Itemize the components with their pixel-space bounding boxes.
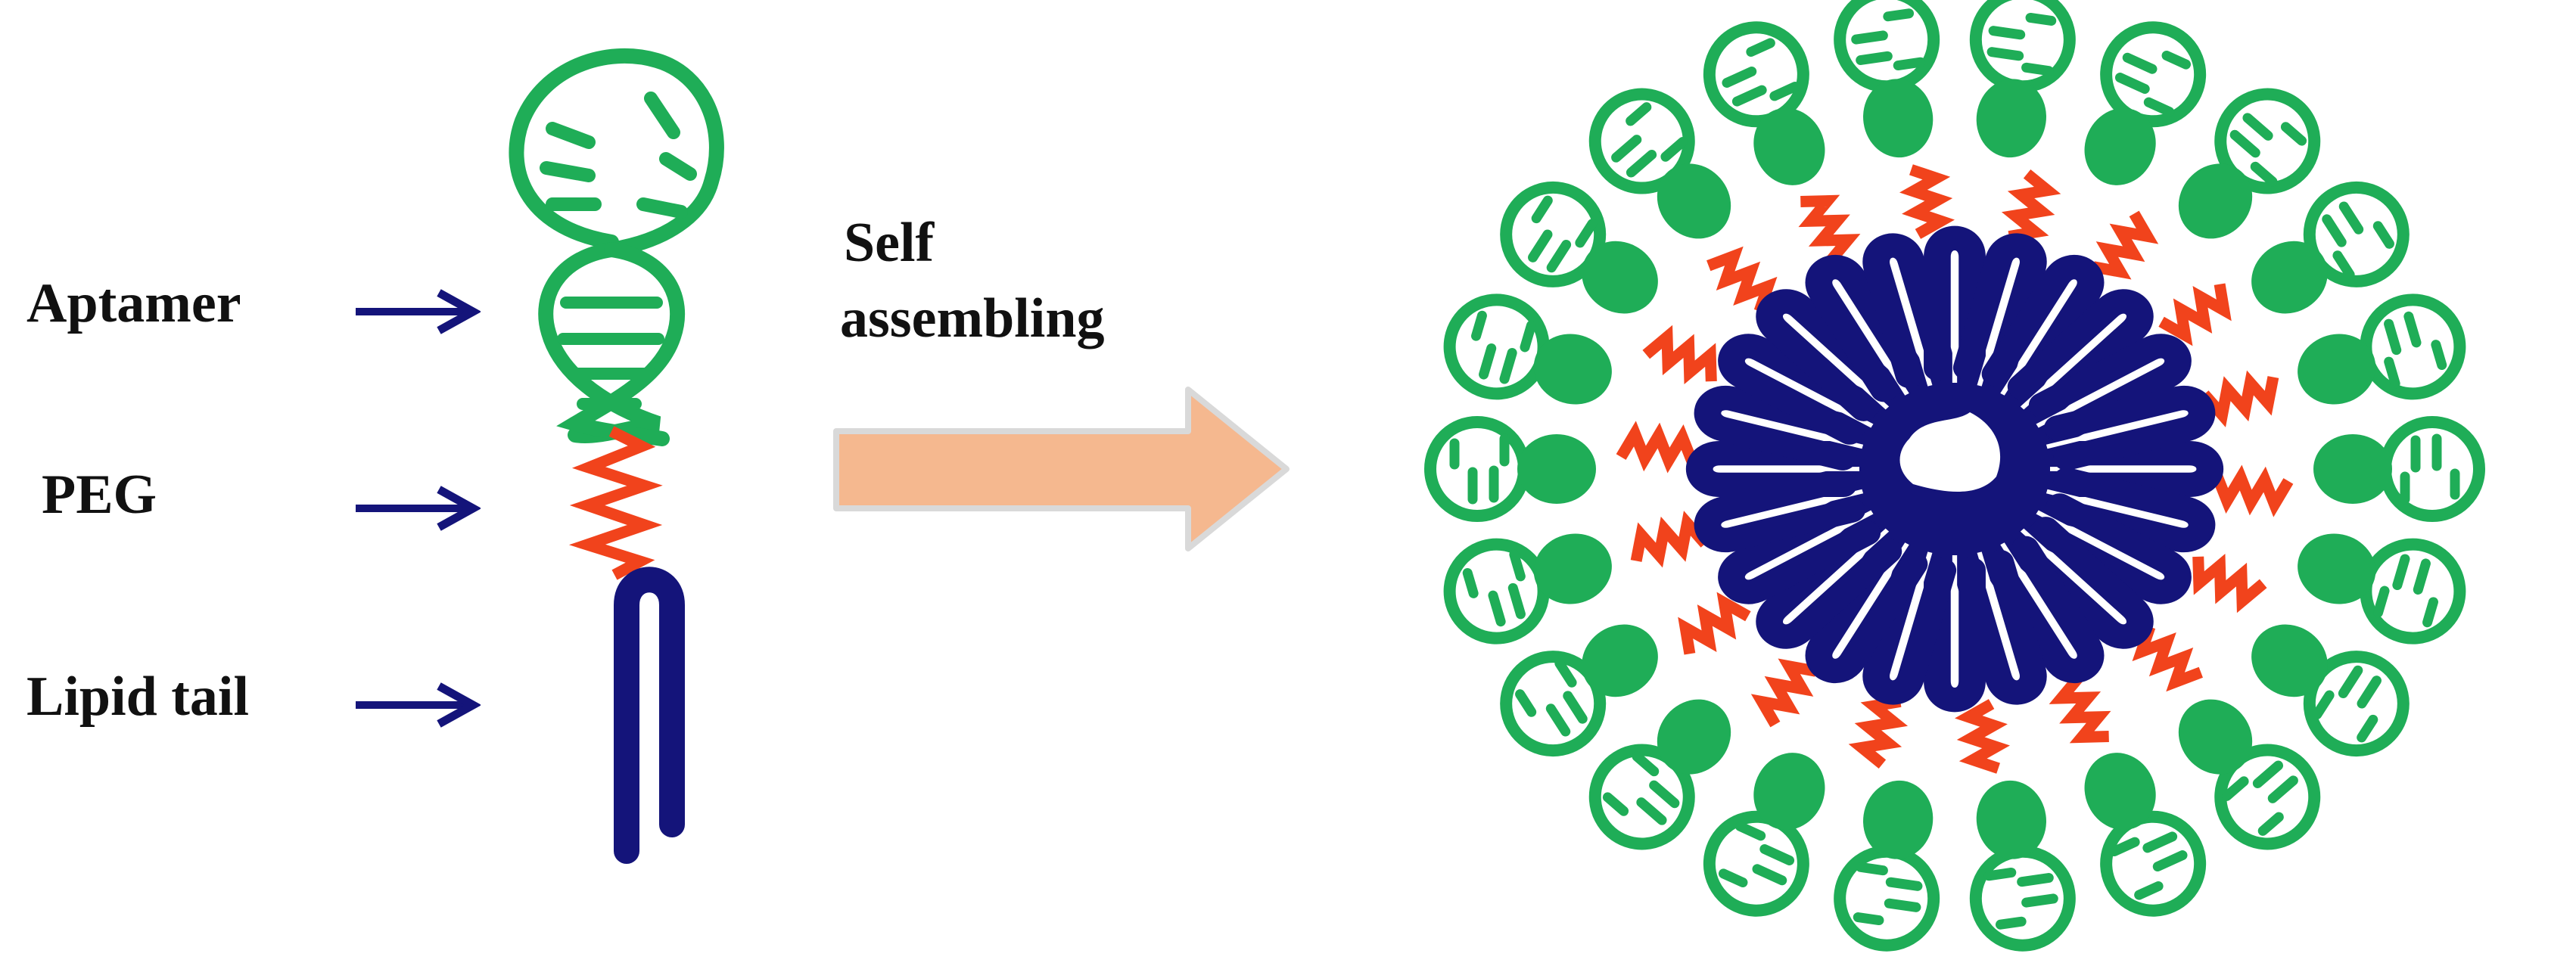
peg-linker: [2092, 210, 2159, 280]
peg-linker: [2001, 169, 2061, 242]
peg-linker: [1848, 696, 1909, 769]
aptamer-head: [1588, 699, 1731, 850]
label-aptamer: Aptamer: [26, 272, 241, 334]
aptamer-strand: [509, 48, 724, 446]
peg-linker: [1899, 164, 1955, 239]
peg-linker: [1798, 194, 1861, 264]
aptamer-head: [1834, 780, 1940, 952]
aptamer-head: [2084, 753, 2207, 917]
process-label-line2: assembling: [840, 287, 1105, 349]
lipid-tail: [2044, 386, 2216, 471]
label-lipid-tail: Lipid tail: [26, 666, 249, 728]
peg-linker: [2049, 674, 2111, 744]
aptamer-head: [1424, 416, 1596, 522]
self-assembling-arrow-icon: [833, 387, 1290, 551]
micelle: [1424, 0, 2485, 952]
aptamer-head: [1969, 780, 2076, 952]
lipid-tail: [614, 567, 685, 864]
aptamer-head: [2084, 21, 2207, 185]
aptamer-head: [2178, 88, 2321, 239]
peg-linker: [568, 426, 663, 580]
aptamer-head: [1969, 0, 2076, 158]
core-cavity: [1899, 412, 2001, 492]
aptamer-peg-lipid-molecule: [509, 48, 724, 864]
peg-linker: [1678, 592, 1751, 655]
process-label-line1: Self: [844, 212, 935, 274]
peg-linker: [2200, 370, 2279, 427]
peg-linker: [1750, 658, 1817, 728]
aptamer-head: [2251, 181, 2410, 314]
peg-linker: [2132, 625, 2203, 692]
peg-linker: [1630, 511, 1710, 568]
aptamer-head: [1703, 21, 1825, 185]
aptamer-head: [2178, 699, 2321, 850]
aptamer-head: [1500, 181, 1658, 314]
peg-layer: [1616, 164, 2294, 774]
aptamer-head: [2298, 533, 2466, 645]
aptamer-head: [1703, 753, 1825, 917]
peg-linker: [1616, 421, 1698, 474]
aptamer-head: [1834, 0, 1940, 158]
peg-linker: [2158, 283, 2232, 346]
peg-linker: [2211, 464, 2294, 517]
aptamer-corona: [1424, 0, 2485, 952]
peg-linker: [1955, 699, 2010, 774]
peg-linker: [1706, 246, 1778, 313]
peg-linker: [1642, 325, 1717, 385]
aptamer-head: [1443, 533, 1612, 645]
peg-linker: [2192, 553, 2267, 613]
label-peg: PEG: [42, 464, 157, 526]
aptamer-head: [2298, 294, 2466, 405]
aptamer-head: [2251, 624, 2410, 757]
aptamer-head: [2313, 416, 2485, 522]
aptamer-head: [1500, 624, 1658, 757]
aptamer-head: [1588, 88, 1731, 239]
aptamer-head: [1443, 294, 1612, 405]
lipid-core: [1686, 225, 2223, 713]
